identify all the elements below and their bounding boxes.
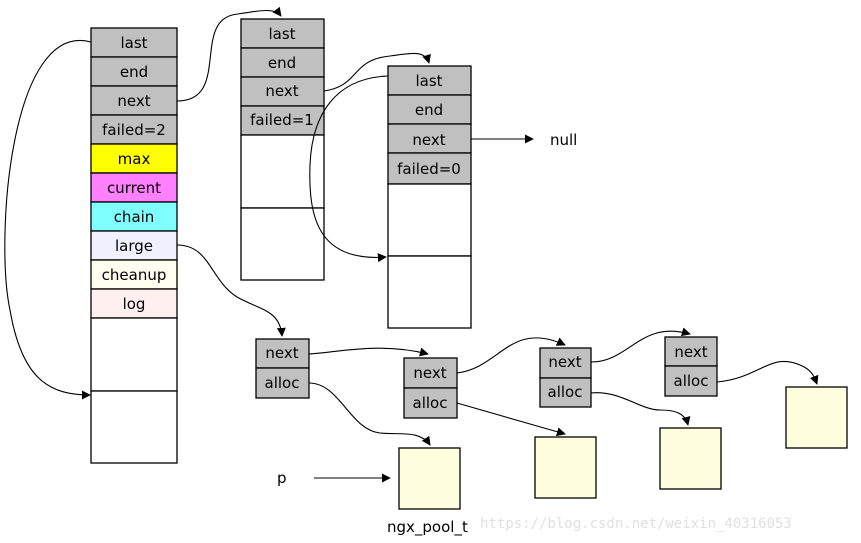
svg-text:failed=0: failed=0: [397, 160, 461, 178]
large-node-alloc: alloc: [539, 377, 592, 408]
pool-2: last end next failed=1: [240, 18, 325, 281]
pool-main-cell-failed: failed=2: [90, 114, 178, 145]
svg-text:max: max: [118, 150, 151, 168]
svg-text:alloc: alloc: [674, 372, 709, 390]
arrows: [4, 6, 819, 483]
large-node-next: next: [255, 338, 310, 369]
pool-3-data-block: [387, 255, 472, 329]
arrow-node2-to-node3: [456, 337, 566, 374]
svg-text:last: last: [268, 25, 295, 43]
large-node-alloc: alloc: [664, 365, 718, 397]
alloc-block: [659, 427, 722, 490]
large-node-1: next alloc: [255, 338, 310, 399]
pool-main-data-block: [90, 390, 178, 464]
svg-text:next: next: [117, 92, 150, 110]
arrow-next-to-pool2: [176, 6, 282, 102]
pool-main: last end next failed=2 max current chain…: [90, 27, 178, 464]
svg-text:next: next: [548, 353, 581, 371]
arrow-alloc2: [456, 402, 566, 437]
svg-text:next: next: [412, 131, 445, 149]
pool-main-cell-last: last: [90, 27, 178, 58]
pool-main-cell-current: current: [90, 172, 178, 203]
large-node-next: next: [539, 347, 592, 379]
svg-text:next: next: [674, 343, 707, 361]
pool-main-cell-large: large: [90, 230, 178, 261]
arrow-last-to-data: [4, 39, 92, 400]
alloc-block: [785, 386, 848, 449]
null-label: null: [550, 131, 577, 149]
arrow-large-to-node1: [176, 244, 286, 337]
svg-text:end: end: [120, 63, 148, 81]
svg-text:chain: chain: [114, 208, 155, 226]
svg-text:next: next: [265, 82, 298, 100]
arrow-node3-to-node4: [590, 327, 691, 363]
svg-text:alloc: alloc: [265, 374, 300, 392]
arrow-alloc3: [590, 392, 691, 426]
svg-text:end: end: [415, 101, 443, 119]
pool-main-cell-max: max: [90, 143, 178, 174]
large-node-3: next alloc: [539, 347, 592, 408]
arrow-alloc1: [308, 382, 431, 446]
svg-text:last: last: [120, 34, 147, 52]
pool-main-cell-end: end: [90, 56, 178, 87]
p-label: p: [277, 469, 287, 487]
svg-text:log: log: [123, 295, 146, 313]
pool-main-cell-next: next: [90, 85, 178, 116]
large-node-next: next: [403, 357, 458, 389]
pool-main-cell-chain: chain: [90, 201, 178, 232]
svg-text:large: large: [115, 237, 153, 255]
alloc-blocks: [398, 386, 848, 510]
svg-text:cheanup: cheanup: [102, 266, 167, 284]
pool-main-data-block: [90, 317, 178, 392]
pool-3: last end next failed=0: [387, 65, 472, 329]
pool-main-cell-log: log: [90, 288, 178, 319]
arrow-node4-to-next: [716, 360, 819, 385]
pool-2-cell-failed: failed=1: [240, 105, 325, 136]
pool-3-data-block: [387, 183, 472, 257]
svg-text:end: end: [268, 54, 296, 72]
pool-2-cell-end: end: [240, 47, 325, 78]
arrow-pool2-next-to-pool3: [323, 52, 431, 92]
svg-text:alloc: alloc: [413, 394, 448, 412]
pool-3-cell-end: end: [387, 94, 472, 125]
arrow-node1-to-node2: [308, 347, 429, 357]
large-node-4: next alloc: [664, 336, 718, 397]
svg-text:failed=2: failed=2: [102, 121, 166, 139]
large-node-alloc: alloc: [403, 387, 458, 419]
alloc-block: [534, 436, 597, 499]
large-node-2: next alloc: [403, 357, 458, 419]
pool-2-data-block: [240, 207, 325, 281]
svg-text:next: next: [265, 344, 298, 362]
watermark: https://blog.csdn.net/weixin_40316053: [480, 516, 792, 532]
svg-text:next: next: [413, 364, 446, 382]
pool-3-cell-last: last: [387, 65, 472, 96]
svg-text:last: last: [415, 72, 442, 90]
pool-2-cell-next: next: [240, 76, 325, 107]
ngx-pool-t-label: ngx_pool_t: [387, 518, 468, 537]
svg-text:current: current: [107, 179, 161, 197]
pool-3-cell-next: next: [387, 123, 472, 154]
alloc-block: [398, 447, 461, 510]
svg-text:failed=1: failed=1: [250, 111, 314, 129]
arrow-pool2-last-to-pool3-data: [309, 75, 389, 263]
large-node-next: next: [664, 336, 718, 367]
pool-2-cell-last: last: [240, 18, 325, 49]
svg-text:alloc: alloc: [548, 383, 583, 401]
pool-main-cell-cleanup: cheanup: [90, 259, 178, 290]
pool-3-cell-failed: failed=0: [387, 152, 472, 185]
large-node-alloc: alloc: [255, 367, 310, 399]
